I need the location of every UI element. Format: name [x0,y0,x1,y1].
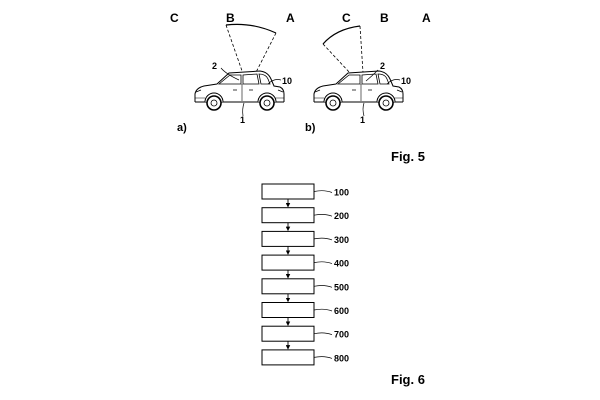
sensing-arc [322,25,361,45]
reference-numeral: 10 [401,76,411,86]
figure-caption: Fig. 5 [391,149,425,164]
leader-line [267,79,282,85]
flowchart-step-label: 400 [334,259,349,269]
flowchart-step-box [261,349,315,366]
leader-line [313,332,333,336]
leader-line [362,102,365,117]
vehicle-illustration [313,70,404,111]
panel-label: a) [177,122,187,134]
flowchart-step-box [261,254,315,271]
zone-label-a: A [286,11,295,25]
flowchart-step-label: 300 [334,235,349,245]
zone-label-a: A [422,11,431,25]
fig6-flowchart: Fig. 6 100 200 300 400 500 600 700 800 [261,183,425,387]
leader-line [313,237,333,241]
leader-line [242,102,245,117]
zone-label-c: C [342,11,351,25]
leader-line [313,190,333,193]
leader-line [313,261,333,264]
leader-line [313,214,333,217]
sensing-arc [225,23,277,34]
reference-numeral: 1 [240,115,245,125]
fig5-panel-b: 2 10 1 b) [305,25,411,134]
zone-label-b: B [380,11,389,25]
flowchart-step-box [261,230,315,247]
flowchart-step-box [261,183,315,200]
leader-line [365,69,379,82]
vehicle-illustration [194,70,285,111]
flowchart-step-label: 500 [334,282,349,292]
reference-numeral: 2 [212,61,217,71]
leader-line [313,308,333,312]
zone-label-b: B [226,11,235,25]
fig5-panel-a: 2 10 1 a) [177,23,292,134]
flowchart-step-label: 200 [334,211,349,221]
flowchart-step-label: 700 [334,330,349,340]
leader-line [386,79,401,85]
reference-numeral: 1 [360,115,365,125]
leader-line [313,356,333,359]
flowchart-step-box [261,302,315,318]
reference-numeral: 10 [282,76,292,86]
flowchart-step-box [261,325,315,342]
flowchart-step-label: 800 [334,353,349,363]
leader-line [220,67,240,81]
figure-caption: Fig. 6 [391,372,425,387]
flowchart-step-label: 100 [334,188,349,198]
zone-label-c: C [170,11,179,25]
flowchart-step-box [261,278,315,295]
flowchart-step-box [261,207,315,224]
panel-label: b) [305,122,316,134]
flowchart-step-label: 600 [334,306,349,316]
reference-numeral: 2 [380,61,385,71]
leader-line [313,285,333,288]
fig5: C B A C B A 2 10 1 a) 2 10 [170,11,431,164]
